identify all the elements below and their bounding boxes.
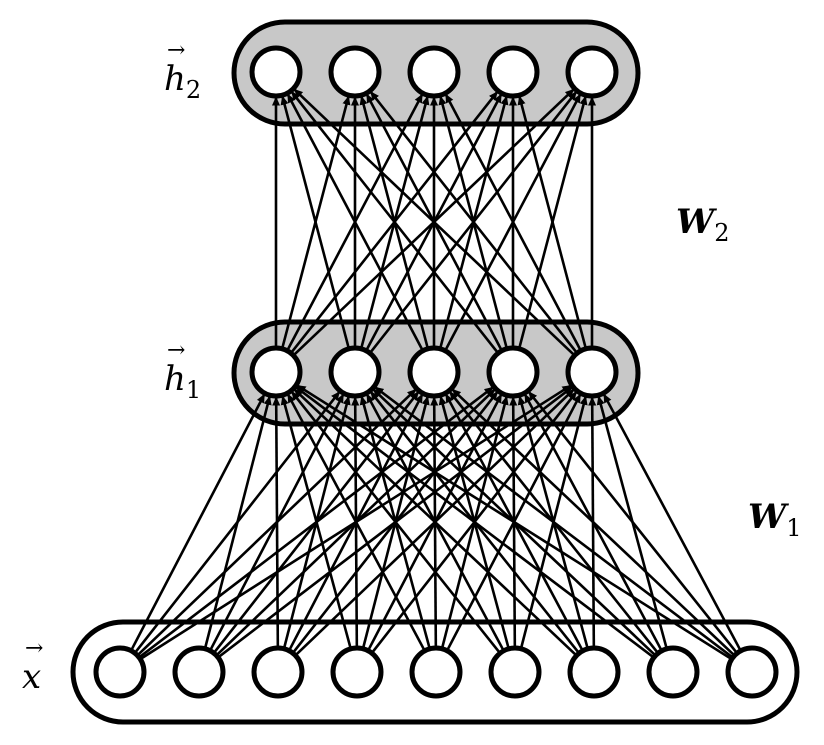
edge-x-0-to-h1-0 — [129, 393, 266, 652]
neuron-x-4 — [409, 645, 463, 699]
neuron-nodes — [93, 45, 779, 699]
edge-h1-4-to-h2-2 — [444, 93, 582, 352]
edge-x-8-to-h1-1 — [374, 386, 734, 659]
neuron-h2-1 — [328, 45, 382, 99]
edge-x-4-to-h1-0 — [286, 393, 426, 652]
edge-x-1-to-h1-0 — [203, 395, 272, 650]
neuron-x-3 — [330, 645, 384, 699]
neuron-h1-3 — [486, 345, 540, 399]
neuron-h2-2 — [407, 45, 461, 99]
neuron-x-2 — [251, 645, 305, 699]
edge-x-7-to-h1-0 — [295, 386, 655, 659]
edge-x-8-to-h1-4 — [602, 393, 742, 652]
label-w1: W1 — [748, 500, 801, 540]
neuron-x-0 — [93, 645, 147, 699]
edge-x-8-to-h1-2 — [451, 388, 736, 657]
neuron-x-1 — [172, 645, 226, 699]
label-h1: h1 — [164, 340, 202, 404]
edge-x-5-to-h1-0 — [290, 390, 502, 655]
label-w2-symbol: W — [676, 202, 715, 242]
edge-h1-4-to-h2-3 — [517, 95, 588, 350]
edge-h1-3-to-h2-0 — [290, 90, 500, 354]
neuron-h2-3 — [486, 45, 540, 99]
neuron-h1-4 — [565, 345, 619, 399]
neuron-x-6 — [567, 645, 621, 699]
edge-h1-1-to-h2-0 — [280, 95, 351, 350]
weight-edges-w1 — [129, 384, 742, 661]
neuron-x-8 — [725, 645, 779, 699]
label-x: x — [22, 638, 44, 694]
edge-x-6-to-h1-0 — [293, 388, 578, 657]
label-h1-subscript: 1 — [185, 376, 202, 404]
label-w1-symbol: W — [748, 497, 787, 537]
label-h2: h2 — [164, 40, 202, 104]
neuron-h2-0 — [249, 45, 303, 99]
neuron-x-7 — [646, 645, 700, 699]
weight-edges-w2 — [271, 88, 597, 357]
edge-x-2-to-h1-0 — [272, 396, 281, 649]
label-h2-symbol: h — [164, 40, 186, 96]
neuron-h2-4 — [565, 45, 619, 99]
edge-x-8-to-h1-3 — [527, 390, 739, 655]
neuron-h1-1 — [328, 345, 382, 399]
edge-h1-4-to-h2-1 — [369, 90, 579, 354]
neuron-h1-0 — [249, 345, 303, 399]
edge-h1-4-to-h2-0 — [293, 88, 576, 357]
label-h1-symbol: h — [164, 340, 186, 396]
neuron-h1-2 — [407, 345, 461, 399]
edge-x-3-to-h1-0 — [280, 395, 352, 650]
label-x-symbol: x — [22, 638, 44, 694]
label-w1-subscript: 1 — [786, 514, 802, 542]
edge-h1-2-to-h2-0 — [286, 93, 424, 352]
edge-x-8-to-h1-0 — [296, 384, 733, 661]
label-h2-subscript: 2 — [185, 76, 202, 104]
label-w2: W2 — [676, 205, 729, 245]
label-w2-subscript: 2 — [714, 219, 730, 247]
neuron-x-5 — [488, 645, 542, 699]
